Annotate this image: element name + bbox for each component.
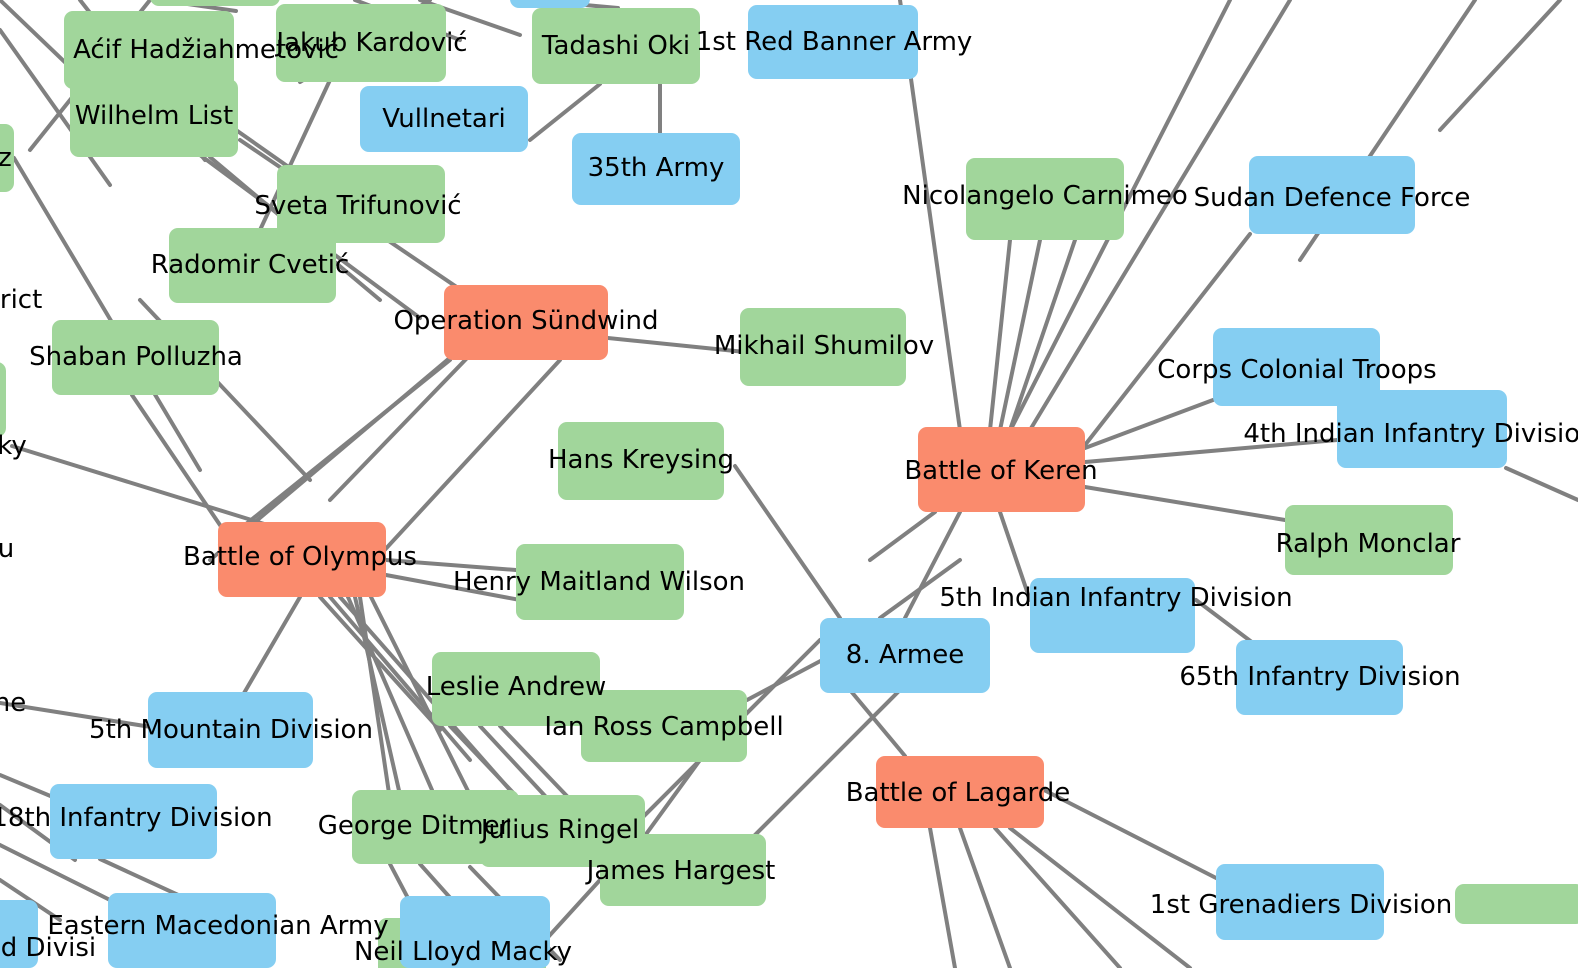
graph-node[interactable] bbox=[400, 896, 550, 968]
graph-edge bbox=[448, 724, 522, 802]
graph-node[interactable] bbox=[966, 158, 1124, 240]
graph-node[interactable] bbox=[1249, 156, 1415, 234]
graph-node[interactable] bbox=[169, 228, 336, 303]
graph-edge bbox=[328, 353, 472, 502]
graph-edge bbox=[1083, 485, 1287, 522]
graph-edge bbox=[1008, 238, 1077, 432]
graph-node[interactable] bbox=[558, 422, 724, 500]
graph-edge bbox=[958, 826, 1012, 968]
graph-edge bbox=[848, 688, 907, 758]
graph-edge bbox=[318, 595, 442, 732]
graph-edge bbox=[1504, 466, 1578, 502]
graph-edge bbox=[903, 510, 962, 620]
graph-edge bbox=[733, 464, 842, 620]
graph-edge bbox=[1083, 438, 1339, 464]
graph-node[interactable] bbox=[150, 0, 280, 6]
graph-edge bbox=[1083, 398, 1215, 450]
graph-node-label: ne bbox=[0, 688, 27, 718]
graph-node[interactable] bbox=[360, 86, 528, 152]
graph-edge bbox=[353, 595, 402, 797]
graph-edge bbox=[868, 510, 937, 562]
graph-edge bbox=[878, 558, 962, 620]
graph-node-label: ky bbox=[0, 431, 27, 461]
graph-node[interactable] bbox=[70, 79, 238, 157]
graph-node[interactable] bbox=[820, 618, 990, 693]
graph-node[interactable] bbox=[918, 427, 1085, 512]
graph-node[interactable] bbox=[0, 900, 38, 968]
graph-node[interactable] bbox=[532, 8, 700, 84]
graph-edge bbox=[218, 358, 452, 547]
graph-edge bbox=[928, 826, 957, 968]
graph-node[interactable] bbox=[276, 4, 446, 82]
graph-node[interactable] bbox=[432, 652, 600, 726]
graph-node[interactable] bbox=[64, 11, 234, 89]
graph-edge bbox=[1438, 0, 1562, 132]
graph-node[interactable] bbox=[1216, 864, 1384, 940]
graph-node-label: u bbox=[0, 534, 15, 564]
graph-node[interactable] bbox=[748, 5, 918, 79]
graph-edge bbox=[346, 595, 434, 792]
graph-node[interactable] bbox=[581, 690, 747, 762]
graph-edge bbox=[1042, 788, 1222, 882]
graph-edge bbox=[384, 558, 518, 572]
graph-node[interactable] bbox=[1337, 390, 1507, 468]
graph-edge bbox=[998, 510, 1032, 602]
graph-node[interactable] bbox=[600, 834, 766, 906]
graph-edge bbox=[384, 573, 522, 602]
graph-node-label: trict bbox=[0, 285, 43, 315]
graph-edge bbox=[993, 826, 1122, 968]
graph-edge bbox=[988, 238, 1012, 432]
graph-node[interactable] bbox=[1455, 884, 1578, 924]
graph-node[interactable] bbox=[218, 522, 386, 597]
graph-node[interactable] bbox=[1236, 640, 1403, 715]
graph-edge bbox=[528, 82, 602, 142]
graph-node[interactable] bbox=[108, 893, 276, 968]
graph-node[interactable] bbox=[1285, 505, 1453, 575]
graph-node[interactable] bbox=[0, 362, 6, 437]
graph-edge bbox=[378, 358, 562, 557]
graph-edge bbox=[358, 595, 392, 802]
graph-node[interactable] bbox=[740, 308, 906, 386]
graph-node[interactable] bbox=[516, 544, 684, 620]
graph-node[interactable] bbox=[510, 0, 590, 8]
graph-node[interactable] bbox=[444, 285, 608, 360]
graph-edge bbox=[0, 701, 172, 732]
graph-node[interactable] bbox=[50, 784, 217, 859]
graph-edge bbox=[1008, 826, 1192, 968]
graph-node[interactable] bbox=[148, 692, 313, 768]
graph-edge bbox=[238, 595, 302, 702]
graph-edge bbox=[998, 238, 1042, 432]
graph-edge bbox=[12, 156, 202, 472]
graph-node[interactable] bbox=[1030, 578, 1195, 653]
graph-edge bbox=[130, 393, 224, 530]
graph-node[interactable] bbox=[876, 756, 1044, 828]
graph-node[interactable] bbox=[572, 133, 740, 205]
graph-node[interactable] bbox=[52, 320, 219, 395]
graph-node[interactable] bbox=[0, 124, 14, 192]
